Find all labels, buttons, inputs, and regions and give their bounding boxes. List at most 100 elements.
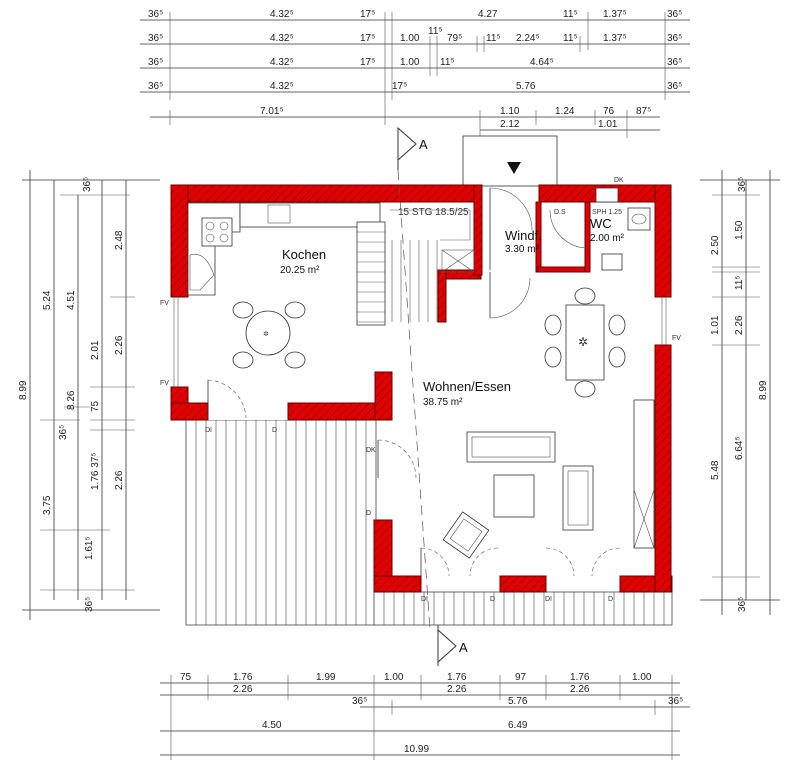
left-dim-col4-d: 36⁵ bbox=[84, 597, 95, 612]
room-area-wc: 2.00 m² bbox=[590, 233, 625, 244]
wc-label-dk: DK bbox=[614, 177, 624, 184]
section-line bbox=[397, 169, 431, 631]
bottom-dim-r1-h: 1.00 bbox=[632, 672, 652, 683]
cooktop bbox=[201, 217, 233, 247]
bottom-dim-r1-a: 75 bbox=[180, 672, 192, 683]
top-dim-r2-f: 79⁵ bbox=[447, 33, 462, 44]
top-dim-r6-b: 1.01 bbox=[598, 119, 618, 130]
top-dim-r1-f: 1.37⁵ bbox=[603, 9, 627, 20]
bottom-dim-r1-c: 1.99 bbox=[316, 672, 336, 683]
sideboard bbox=[633, 399, 655, 549]
left-dim-col3-d: 1.61⁵ bbox=[84, 536, 95, 560]
room-area-windf: 3.30 m² bbox=[505, 244, 540, 255]
left-dim-col2-b: 3.75 bbox=[42, 495, 53, 515]
top-dim-r4-a: 36⁵ bbox=[148, 81, 163, 92]
top-dim-r2-j: 1.37⁵ bbox=[603, 33, 627, 44]
sofa-right bbox=[562, 465, 594, 531]
room-area-kochen: 20.25 m² bbox=[280, 265, 320, 276]
bottom-dim-r3-c: 36⁵ bbox=[668, 696, 683, 707]
bottom-dim-r4-a: 4.50 bbox=[262, 720, 282, 731]
windows bbox=[173, 297, 667, 387]
bottom-dim-r2-c: 2.26 bbox=[570, 684, 590, 695]
right-dimension-lines: 36⁵ 2.50 1.01 5.48 36⁵ 1.50 11⁵ 2.26 6.6… bbox=[700, 170, 780, 615]
armchair bbox=[442, 511, 490, 559]
kitchen-terrace-door bbox=[207, 379, 247, 419]
section-marker-top-label: A bbox=[419, 137, 428, 152]
sofa-top bbox=[466, 431, 556, 463]
bottom-dim-r1-g: 1.76 bbox=[570, 672, 590, 683]
kitchen-dining-table: ✲ bbox=[232, 301, 306, 369]
bottom-dim-r1-d: 1.00 bbox=[384, 672, 404, 683]
right-dim-b-3: 2.26 bbox=[734, 315, 745, 335]
floor-lower bbox=[390, 365, 660, 577]
top-dim-r4-e: 36⁵ bbox=[667, 81, 682, 92]
toilet bbox=[627, 207, 651, 231]
label-di-2: DI bbox=[421, 596, 428, 603]
top-dim-r4-d: 5.76 bbox=[516, 81, 536, 92]
left-dim-col3-b: 8.26 bbox=[66, 390, 77, 410]
room-name-windf: Windf. bbox=[505, 228, 542, 243]
left-dim-col5-c: 2.26 bbox=[114, 335, 125, 355]
label-di-3: DI bbox=[545, 596, 552, 603]
left-dim-col2-a: 5.24 bbox=[42, 290, 53, 310]
top-dim-r5-a: 7.01⁵ bbox=[260, 106, 284, 117]
right-dim-outer: 8.99 bbox=[758, 380, 769, 400]
left-dim-col3-c: 36⁵ bbox=[58, 425, 69, 440]
bottom-dim-r2-b: 2.26 bbox=[447, 684, 467, 695]
wc-label-sph: SPH 1.25 bbox=[592, 209, 622, 216]
right-dim-b-4: 6.64⁵ bbox=[734, 436, 745, 460]
label-fv-right: FV bbox=[672, 335, 681, 342]
kitchen-counter bbox=[187, 202, 381, 296]
room-name-wohnen: Wohnen/Essen bbox=[423, 379, 511, 394]
left-dim-col4-b: 75 bbox=[90, 400, 101, 412]
top-dim-r5-b: 1.10 bbox=[500, 106, 520, 117]
living-furniture bbox=[442, 399, 655, 559]
top-dim-r2-b: 4.32⁵ bbox=[270, 33, 294, 44]
label-dk-1: DK bbox=[366, 447, 376, 454]
room-area-wohnen: 38.75 m² bbox=[423, 397, 463, 408]
top-dim-r1-a: 36⁵ bbox=[148, 9, 163, 20]
label-fv-left-1: FV bbox=[160, 300, 169, 307]
staircase bbox=[356, 209, 475, 326]
entrance-canopy bbox=[462, 135, 558, 187]
top-dim-r1-e: 11⁵ bbox=[563, 9, 578, 20]
top-dim-r4-b: 4.32⁵ bbox=[270, 81, 294, 92]
top-dim-r3-d: 1.00 bbox=[400, 57, 420, 68]
top-dim-r3-f: 4.64⁵ bbox=[530, 57, 554, 68]
dining-table: ✲ bbox=[544, 287, 626, 398]
top-dim-r2-e: 11⁵ bbox=[428, 26, 443, 37]
terrace-deck-left bbox=[185, 419, 377, 626]
top-dim-r2-a: 36⁵ bbox=[148, 33, 163, 44]
top-dim-r3-e: 11⁵ bbox=[440, 57, 455, 68]
top-dim-r5-e: 87⁵ bbox=[636, 106, 651, 117]
svg-text:✲: ✲ bbox=[578, 335, 588, 349]
wc-fixtures bbox=[549, 187, 651, 271]
section-marker-bottom: A bbox=[437, 624, 468, 666]
top-dim-r4-c: 17⁵ bbox=[392, 81, 407, 92]
label-d-2: D bbox=[366, 510, 371, 517]
bottom-dimension-lines: 75 1.76 1.99 1.00 1.76 97 1.76 1.00 2.26… bbox=[160, 672, 690, 760]
top-dim-r2-i: 11⁵ bbox=[563, 33, 578, 44]
room-name-kochen: Kochen bbox=[282, 247, 326, 262]
bottom-dim-r3-b: 5.76 bbox=[508, 696, 528, 707]
living-doors bbox=[377, 439, 621, 577]
walls bbox=[170, 184, 673, 593]
left-dim-col5-a: 36⁵ bbox=[82, 177, 93, 192]
bottom-dim-r1-b: 1.76 bbox=[233, 672, 253, 683]
left-dim-col4-c: 1.76 37⁵ bbox=[90, 452, 101, 490]
bottom-dim-r5-a: 10.99 bbox=[404, 744, 429, 755]
top-dim-r3-g: 36⁵ bbox=[667, 57, 682, 68]
right-dim-b-2: 11⁵ bbox=[734, 275, 745, 290]
right-dim-b-1: 1.50 bbox=[734, 220, 745, 240]
left-dim-outer: 8.99 bbox=[18, 380, 29, 400]
top-dim-r1-d: 4.27 bbox=[478, 9, 498, 20]
top-dim-r5-d: 76 bbox=[603, 106, 615, 117]
bottom-dim-r2-a: 2.26 bbox=[233, 684, 253, 695]
bottom-dim-r1-e: 1.76 bbox=[447, 672, 467, 683]
top-dimension-lines: 36⁵ 4.32⁵ 17⁵ 4.27 11⁵ 1.37⁵ 36⁵ 36⁵ 4.3… bbox=[140, 9, 690, 138]
right-dim-a-4: 5.48 bbox=[710, 460, 721, 480]
bottom-dim-r3-a: 36⁵ bbox=[352, 696, 367, 707]
top-dim-r1-g: 36⁵ bbox=[667, 9, 682, 20]
top-dim-r1-c: 17⁵ bbox=[360, 9, 375, 20]
